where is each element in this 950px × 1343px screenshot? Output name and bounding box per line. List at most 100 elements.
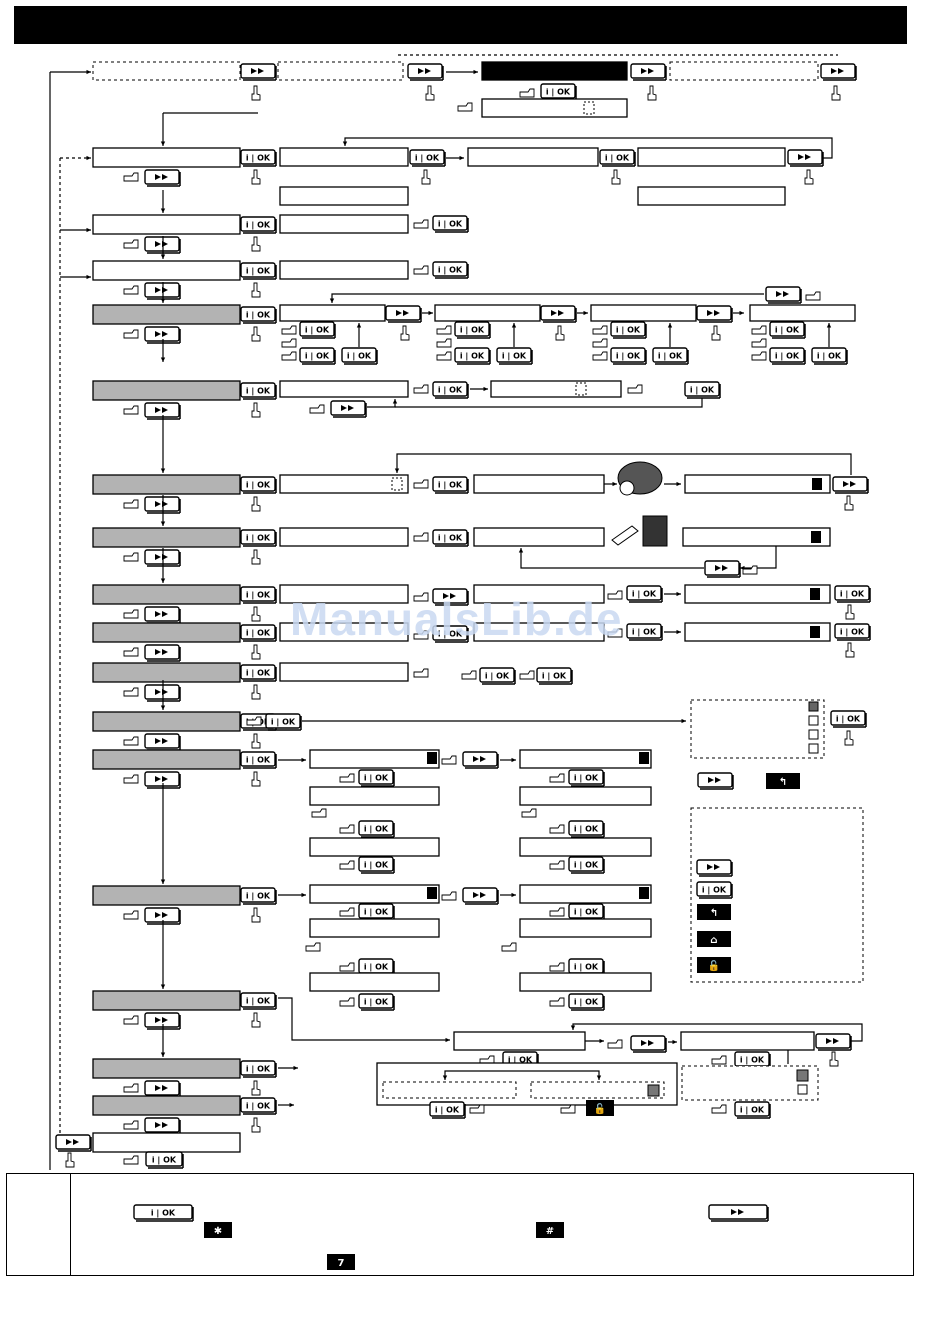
ok-button[interactable] bbox=[240, 262, 276, 278]
ok-button[interactable] bbox=[610, 347, 646, 363]
finger-press-icon bbox=[251, 771, 261, 787]
ok-button[interactable] bbox=[240, 992, 276, 1008]
ok-button[interactable] bbox=[299, 321, 335, 337]
next-arrow-icon bbox=[162, 331, 168, 337]
ok-button[interactable] bbox=[568, 993, 604, 1009]
ok-button[interactable] bbox=[240, 1097, 276, 1113]
ok-button[interactable] bbox=[299, 347, 335, 363]
hand-point-icon bbox=[501, 942, 517, 952]
ok-button[interactable] bbox=[358, 820, 394, 836]
ok-button[interactable] bbox=[240, 149, 276, 165]
ok-button[interactable] bbox=[265, 713, 301, 729]
ok-button[interactable] bbox=[540, 83, 576, 99]
ok-button[interactable] bbox=[240, 586, 276, 602]
ok-button[interactable] bbox=[240, 624, 276, 640]
ok-button[interactable] bbox=[240, 306, 276, 322]
finger-press-icon bbox=[845, 642, 855, 658]
flow-line bbox=[520, 548, 704, 569]
ok-button[interactable] bbox=[626, 623, 662, 639]
top-menu-box-2 bbox=[277, 61, 404, 81]
ok-button[interactable] bbox=[769, 347, 805, 363]
ok-button[interactable] bbox=[568, 903, 604, 919]
ok-button[interactable] bbox=[830, 710, 866, 726]
next-arrow-icon bbox=[73, 1139, 79, 1145]
ok-button[interactable] bbox=[358, 903, 394, 919]
arrow-head bbox=[160, 984, 166, 989]
ok-button[interactable] bbox=[409, 149, 445, 165]
disarm-key bbox=[697, 957, 731, 973]
ok-button[interactable] bbox=[341, 347, 377, 363]
submenu-box bbox=[590, 304, 697, 322]
ok-button[interactable] bbox=[133, 1204, 193, 1220]
ok-button[interactable] bbox=[240, 216, 276, 232]
ok-button[interactable] bbox=[652, 347, 688, 363]
ok-button[interactable] bbox=[454, 347, 490, 363]
arrow-head bbox=[160, 298, 166, 303]
ok-button[interactable] bbox=[769, 321, 805, 337]
ok-button-label: i | OK bbox=[415, 154, 440, 163]
ok-button[interactable] bbox=[734, 1101, 770, 1117]
next-arrow-icon bbox=[155, 501, 161, 507]
ok-button[interactable] bbox=[610, 321, 646, 337]
ok-button-label: i | OK bbox=[438, 266, 463, 275]
submenu-box bbox=[519, 786, 652, 806]
ok-button[interactable] bbox=[479, 667, 515, 683]
ok-button[interactable] bbox=[684, 381, 720, 397]
hand-point-icon bbox=[751, 325, 767, 335]
unchecked-box bbox=[797, 1084, 808, 1095]
hand-point-icon bbox=[413, 384, 429, 394]
ok-button-label: i | OK bbox=[364, 963, 389, 972]
ok-button-label: i | OK bbox=[775, 352, 800, 361]
hand-point-icon bbox=[123, 172, 139, 182]
ok-button[interactable] bbox=[432, 215, 468, 231]
ok-button[interactable] bbox=[240, 476, 276, 492]
ok-button[interactable] bbox=[432, 529, 468, 545]
ok-button-label: i | OK bbox=[836, 715, 861, 724]
ok-button[interactable] bbox=[432, 476, 468, 492]
ok-button[interactable] bbox=[536, 667, 572, 683]
finger-press-icon bbox=[421, 169, 431, 185]
ok-button[interactable] bbox=[811, 347, 847, 363]
ok-button[interactable] bbox=[834, 585, 870, 601]
ok-button[interactable] bbox=[432, 381, 468, 397]
ok-button[interactable] bbox=[429, 1101, 465, 1117]
ok-button[interactable] bbox=[358, 769, 394, 785]
ok-button[interactable] bbox=[145, 1151, 183, 1167]
ok-button[interactable] bbox=[358, 856, 394, 872]
ok-button[interactable] bbox=[240, 1060, 276, 1076]
ok-button[interactable] bbox=[568, 856, 604, 872]
main-menu-item bbox=[92, 584, 241, 605]
ok-button-label: i | OK bbox=[460, 352, 485, 361]
ok-button[interactable] bbox=[568, 769, 604, 785]
ok-button[interactable] bbox=[599, 149, 635, 165]
next-arrow-icon bbox=[403, 310, 409, 316]
ok-button[interactable] bbox=[568, 820, 604, 836]
submenu-box bbox=[382, 1081, 517, 1099]
ok-button[interactable] bbox=[696, 881, 732, 897]
ok-button[interactable] bbox=[626, 585, 662, 601]
ok-button[interactable] bbox=[432, 261, 468, 277]
submenu-box bbox=[519, 837, 652, 857]
ok-button[interactable] bbox=[496, 347, 532, 363]
ok-button[interactable] bbox=[454, 321, 490, 337]
submenu-box bbox=[473, 584, 605, 604]
next-arrow-icon bbox=[251, 68, 257, 74]
ok-button[interactable] bbox=[834, 623, 870, 639]
disarm-key bbox=[586, 1100, 614, 1116]
ok-button[interactable] bbox=[358, 993, 394, 1009]
ok-button[interactable] bbox=[432, 625, 468, 641]
submenu-box bbox=[309, 786, 440, 806]
submenu-box bbox=[473, 474, 605, 494]
ok-button[interactable] bbox=[240, 751, 276, 767]
finger-press-icon bbox=[251, 1012, 261, 1028]
ok-button[interactable] bbox=[240, 382, 276, 398]
arrow-head bbox=[160, 141, 166, 146]
arrow-head bbox=[612, 481, 617, 487]
next-arrow-icon bbox=[155, 649, 161, 655]
ok-button-label: i | OK bbox=[305, 352, 330, 361]
ok-button[interactable] bbox=[240, 664, 276, 680]
next-arrow-icon bbox=[155, 287, 161, 293]
ok-button[interactable] bbox=[240, 529, 276, 545]
ok-button[interactable] bbox=[240, 887, 276, 903]
